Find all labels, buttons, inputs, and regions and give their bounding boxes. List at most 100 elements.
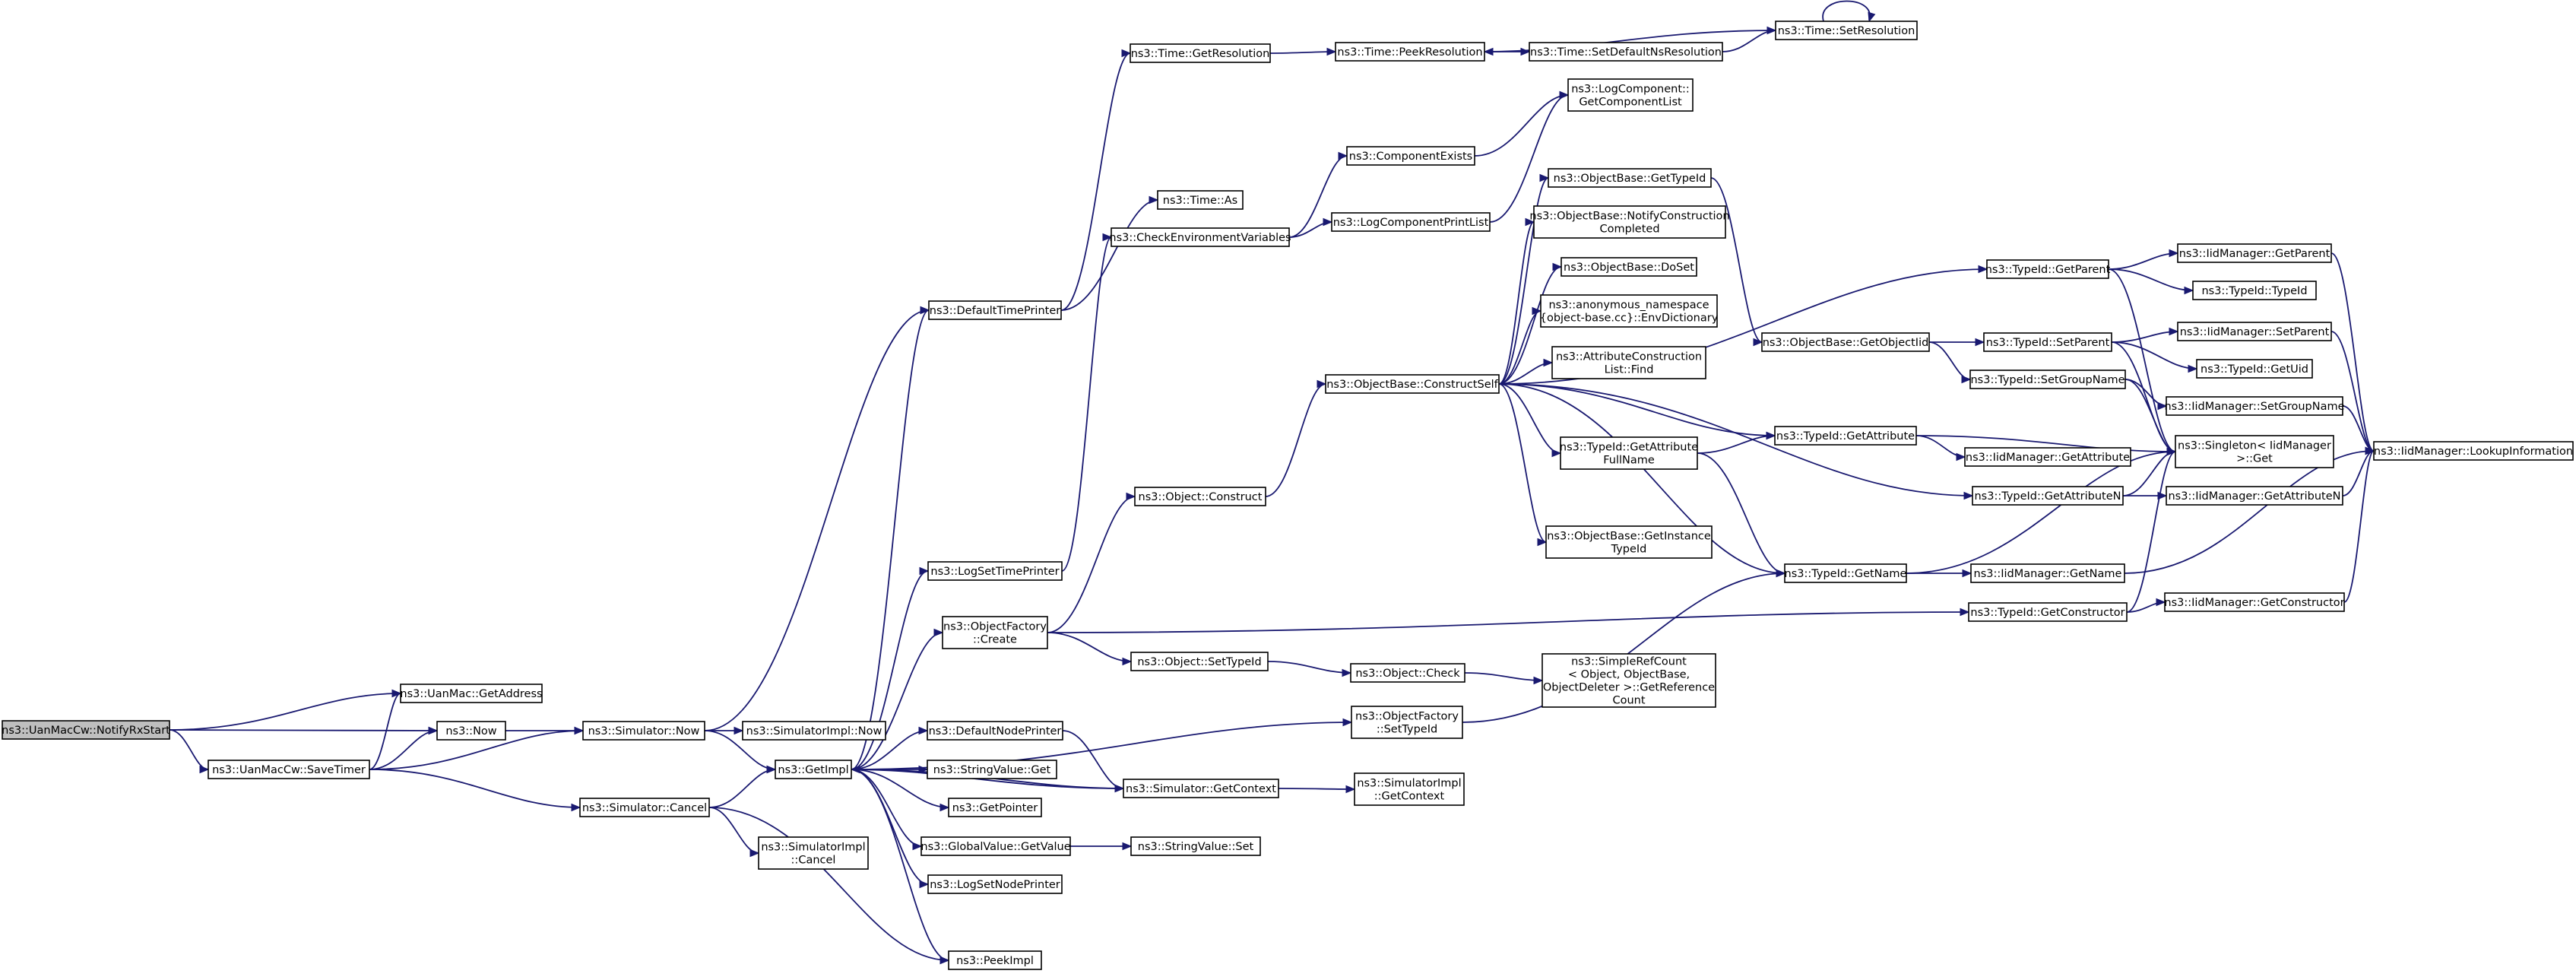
node-iid-setparent[interactable]: ns3::IidManager::SetParent	[2177, 322, 2332, 341]
node-box	[948, 950, 1042, 970]
node-iid-setgroupname[interactable]: ns3::IidManager::SetGroupName	[2164, 396, 2345, 416]
node-typeid-getattribute[interactable]: ns3::TypeId::GetAttribute	[1774, 426, 1917, 446]
node-objfactory-create[interactable]: ns3::ObjectFactory::Create	[942, 616, 1048, 649]
edge-line	[708, 769, 776, 808]
node-objbase-gettypeid[interactable]: ns3::ObjectBase::GetTypeId	[1548, 168, 1712, 188]
node-savetimer[interactable]: ns3::UanMacCw::SaveTimer	[208, 760, 370, 779]
node-objbase-getobjectiid[interactable]: ns3::ObjectBase::GetObjectIid	[1761, 332, 1930, 352]
node-label: ns3::ObjectFactory	[943, 621, 1047, 633]
node-typeid-getname[interactable]: ns3::TypeId::GetName	[1784, 563, 1907, 583]
node-object-construct[interactable]: ns3::Object::Construct	[1134, 487, 1266, 506]
node-defaultnodeprinter[interactable]: ns3::DefaultNodePrinter	[927, 721, 1063, 741]
node-label: ns3::SimulatorImpl	[1357, 778, 1461, 790]
node-box	[2177, 322, 2332, 341]
node-sim-getcontext[interactable]: ns3::Simulator::GetContext	[1123, 779, 1279, 798]
node-object-check[interactable]: ns3::Object::Check	[1350, 663, 1465, 683]
node-getaddress[interactable]: ns3::UanMac::GetAddress	[400, 684, 543, 703]
node-checkenv[interactable]: ns3::CheckEnvironmentVariables	[1109, 227, 1291, 247]
arrowhead-icon	[2184, 286, 2194, 295]
node-objbase-doset[interactable]: ns3::ObjectBase::DoSet	[1560, 257, 1697, 277]
node-iid-getattribute[interactable]: ns3::IidManager::GetAttribute	[1964, 447, 2131, 467]
node-simimpl-now[interactable]: ns3::SimulatorImpl::Now	[742, 721, 886, 741]
node-typeid-typeid[interactable]: ns3::TypeId::TypeId	[2192, 281, 2317, 300]
node-stringvalue-set[interactable]: ns3::StringValue::Set	[1130, 836, 1261, 856]
node-simimpl-getcontext[interactable]: ns3::SimulatorImpl::GetContext	[1354, 772, 1465, 806]
edge-time-setresolution-to-time-peekresolution	[1483, 30, 1776, 56]
node-globalvalue-getvalue[interactable]: ns3::GlobalValue::GetValue	[920, 836, 1071, 856]
node-stringvalue-get[interactable]: ns3::StringValue::Get	[927, 760, 1057, 779]
arrowhead-icon	[2156, 598, 2166, 607]
node-label: ns3::ObjectBase::GetInstance	[1547, 531, 1711, 543]
edge-line	[1047, 611, 1969, 633]
node-now[interactable]: ns3::Now	[436, 721, 506, 741]
node-objbase-notifyconstruction[interactable]: ns3::ObjectBase::NotifyConstructionCompl…	[1529, 205, 1730, 239]
node-typeid-setparent[interactable]: ns3::TypeId::SetParent	[1983, 332, 2112, 352]
node-time-as[interactable]: ns3::Time::As	[1157, 190, 1244, 210]
edge-line	[1489, 94, 1569, 223]
node-componentexists[interactable]: ns3::ComponentExists	[1346, 146, 1475, 166]
edge-typeid-getparent-to-typeid-typeid	[2108, 268, 2194, 295]
node-typeid-setgroupname[interactable]: ns3::TypeId::SetGroupName	[1969, 370, 2126, 389]
node-label: ns3::TypeId::GetAttribute	[1560, 442, 1698, 454]
edge-line	[851, 769, 949, 961]
node-logcomponentprintlist[interactable]: ns3::LogComponentPrintList	[1331, 212, 1491, 232]
arrowhead-icon	[919, 566, 930, 576]
node-typeid-getparent[interactable]: ns3::TypeId::GetParent	[1985, 259, 2111, 279]
arrowhead-icon	[2157, 401, 2168, 411]
call-edges	[169, 0, 2375, 965]
edge-objbase-getobjectiid-to-typeid-setgroupname	[1928, 341, 1972, 384]
node-iid-getconstructor[interactable]: ns3::IidManager::GetConstructor	[2164, 592, 2345, 612]
node-simplerefcount[interactable]: ns3::SimpleRefCount< Object, ObjectBase,…	[1541, 653, 1716, 708]
node-typeid-getuid[interactable]: ns3::TypeId::GetUid	[2196, 359, 2313, 379]
arrowhead-icon	[766, 765, 777, 774]
node-peekimpl[interactable]: ns3::PeekImpl	[948, 950, 1042, 970]
node-logcomponent-getlist[interactable]: ns3::LogComponent::GetComponentList	[1567, 78, 1694, 112]
node-label: ns3::UanMacCw::SaveTimer	[212, 764, 366, 776]
node-defaulttimeprinter[interactable]: ns3::DefaultTimePrinter	[928, 300, 1062, 320]
edge-line	[369, 730, 438, 770]
node-simimpl-cancel[interactable]: ns3::SimulatorImpl::Cancel	[758, 836, 869, 870]
node-label: ns3::GetPointer	[952, 802, 1038, 814]
node-objbase-constructself[interactable]: ns3::ObjectBase::ConstructSelf	[1325, 374, 1500, 394]
node-label: ns3::TypeId::GetAttributeN	[1974, 490, 2121, 503]
node-box	[1130, 836, 1261, 856]
node-objfactory-settypeid[interactable]: ns3::ObjectFactory::SetTypeId	[1351, 706, 1463, 739]
edge-line	[1498, 221, 1535, 385]
node-envdictionary[interactable]: ns3::anonymous_namespace{object-base.cc}…	[1540, 294, 1719, 328]
node-singleton-get[interactable]: ns3::Singleton< IidManager>::Get	[2175, 435, 2334, 468]
node-time-getresolution[interactable]: ns3::Time::GetResolution	[1130, 43, 1271, 63]
edge-line	[2108, 268, 2194, 291]
node-getimpl[interactable]: ns3::GetImpl	[775, 760, 852, 779]
node-time-setdefaultnsres[interactable]: ns3::Time::SetDefaultNsResolution	[1529, 42, 1723, 62]
node-getpointer[interactable]: ns3::GetPointer	[948, 798, 1042, 817]
node-typeid-getattributen[interactable]: ns3::TypeId::GetAttributeN	[1972, 486, 2124, 506]
edge-line	[1697, 452, 1785, 574]
node-label: ::SetTypeId	[1377, 724, 1437, 736]
node-sim-now[interactable]: ns3::Simulator::Now	[582, 721, 705, 741]
node-label: ns3::IidManager::SetGroupName	[2164, 401, 2344, 413]
node-object-settypeid[interactable]: ns3::Object::SetTypeId	[1130, 652, 1269, 671]
arrowhead-icon	[1345, 785, 1356, 794]
node-logsetnodeprinter[interactable]: ns3::LogSetNodePrinter	[927, 874, 1063, 894]
node-label: ns3::StringValue::Set	[1138, 841, 1254, 853]
node-iid-lookupinformation[interactable]: ns3::IidManager::LookupInformation	[2373, 441, 2574, 461]
node-sim-cancel[interactable]: ns3::Simulator::Cancel	[579, 798, 710, 817]
arrowhead-icon	[1539, 173, 1550, 182]
node-label: ns3::Singleton< IidManager	[2178, 440, 2331, 452]
node-time-peekresolution[interactable]: ns3::Time::PeekResolution	[1335, 42, 1485, 62]
node-box	[742, 721, 886, 741]
node-iid-getattributen[interactable]: ns3::IidManager::GetAttributeN	[2166, 486, 2343, 506]
node-root[interactable]: ns3::UanMacCw::NotifyRxStart	[2, 720, 170, 740]
node-logsettimeprinter[interactable]: ns3::LogSetTimePrinter	[927, 561, 1063, 581]
node-iid-getname[interactable]: ns3::IidManager::GetName	[1970, 563, 2125, 583]
node-typeid-getconstructor[interactable]: ns3::TypeId::GetConstructor	[1968, 602, 2128, 622]
node-label: ns3::GlobalValue::GetValue	[920, 841, 1070, 853]
edge-objbase-constructself-to-envdictionary	[1498, 306, 1542, 385]
edge-objbase-gettypeid-to-objbase-getobjectiid	[1710, 177, 1763, 347]
node-label: ns3::IidManager::GetConstructor	[2164, 597, 2344, 609]
node-iid-getparent[interactable]: ns3::IidManager::GetParent	[2177, 243, 2332, 263]
node-time-setresolution[interactable]: ns3::Time::SetResolution	[1775, 21, 1918, 40]
